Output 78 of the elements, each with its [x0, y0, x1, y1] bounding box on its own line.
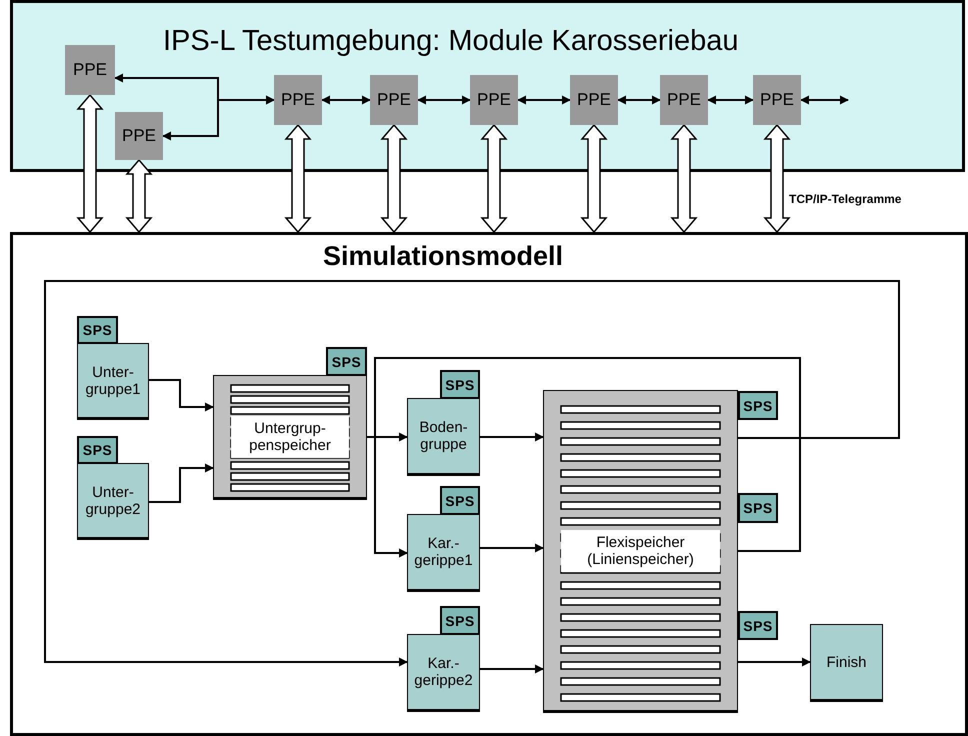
double-arrow	[670, 124, 698, 234]
ppe-box	[570, 75, 618, 125]
module-box	[407, 398, 480, 476]
sps-tag	[326, 347, 367, 376]
box-label: PPE	[666, 90, 702, 110]
sps-tag	[738, 493, 778, 523]
sps-label: SPS	[445, 612, 475, 628]
arrow	[800, 96, 849, 104]
sps-label: SPS	[743, 500, 773, 516]
box-label: Unter- gruppe1	[84, 364, 142, 398]
module-box	[77, 463, 149, 540]
panel-title: IPS-L Testumgebung: Module Karosseriebau	[163, 25, 739, 58]
sps-label: SPS	[82, 322, 112, 338]
sps-tag	[440, 486, 480, 515]
storage-label: Untergrup- penspeicher	[231, 416, 349, 458]
double-arrow	[284, 124, 312, 234]
double-arrow	[580, 124, 608, 234]
storage-label: Flexispeicher (Linienspeicher)	[561, 530, 720, 572]
sps-label: SPS	[332, 354, 362, 370]
ppe-box	[65, 45, 115, 95]
ppe-box	[115, 112, 163, 160]
box-label: Kar.- gerippe1	[413, 535, 474, 569]
box-label: PPE	[280, 90, 316, 110]
arrow	[707, 96, 754, 104]
arrow	[417, 96, 471, 104]
sps-tag	[77, 316, 118, 344]
protocol-label: TCP/IP-Telegramme	[789, 192, 902, 206]
double-arrow	[125, 158, 153, 234]
environment-panel	[10, 0, 965, 172]
sps-label: SPS	[743, 618, 773, 634]
arrow	[738, 658, 811, 666]
double-arrow	[480, 124, 508, 234]
arrow	[480, 432, 544, 442]
ppe-box	[274, 75, 322, 125]
module-box	[77, 343, 149, 420]
arrow	[44, 280, 900, 666]
sps-label: SPS	[82, 442, 112, 458]
sps-tag	[738, 391, 778, 420]
storage-box	[543, 390, 738, 713]
box-label: Finish	[826, 654, 866, 670]
double-arrow	[763, 124, 791, 234]
box-label: PPE	[476, 90, 512, 110]
box-label: PPE	[576, 90, 612, 110]
arrow	[617, 96, 661, 104]
arrow	[374, 357, 801, 558]
sps-label: SPS	[743, 398, 773, 414]
box-label: PPE	[122, 126, 156, 146]
module-box	[810, 624, 883, 702]
ppe-box	[370, 75, 418, 125]
box-label: Boden- gruppe	[418, 419, 469, 453]
ppe-box	[470, 75, 518, 125]
sps-tag	[440, 606, 480, 635]
arrow	[162, 96, 275, 140]
sps-tag	[440, 370, 480, 399]
sps-tag	[738, 611, 778, 640]
box-label: PPE	[760, 90, 794, 110]
simulation-panel	[10, 232, 968, 736]
box-label: Kar.- gerippe2	[413, 655, 474, 689]
arrow	[480, 664, 544, 674]
module-box	[407, 634, 480, 712]
box-label: PPE	[376, 90, 412, 110]
ppe-box	[753, 75, 801, 125]
panel-title: Simulationsmodell	[323, 241, 564, 272]
sps-label: SPS	[445, 492, 475, 508]
module-box	[407, 514, 480, 592]
arrow	[149, 379, 214, 412]
ppe-box	[660, 75, 708, 125]
double-arrow	[380, 124, 408, 234]
sps-tag	[77, 436, 118, 464]
sps-label: SPS	[445, 376, 475, 392]
box-label: PPE	[72, 60, 108, 80]
box-label: Unter- gruppe2	[84, 484, 142, 518]
arrow	[321, 96, 371, 104]
storage-box	[213, 375, 367, 500]
arrow	[480, 544, 544, 552]
arrow	[149, 464, 214, 503]
double-arrow	[76, 94, 104, 234]
arrow	[517, 96, 571, 104]
